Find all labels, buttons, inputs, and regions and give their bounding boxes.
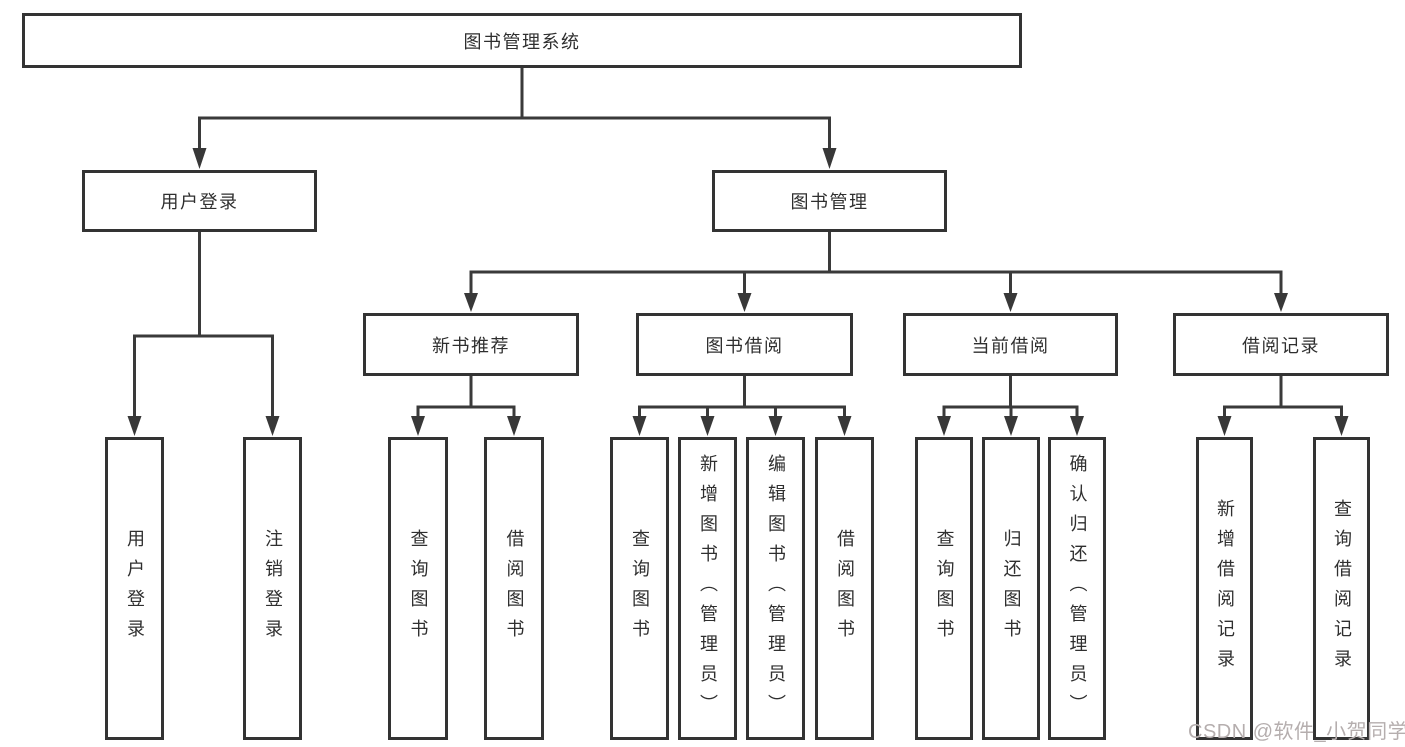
node-label: 注销登录 [262, 528, 283, 649]
node-label: 借阅图书 [504, 528, 525, 649]
node-label: 查询图书 [934, 528, 955, 649]
node-label: 借阅图书 [834, 528, 855, 649]
node-label: 用户登录 [124, 528, 145, 649]
node-label: 新增借阅记录 [1214, 498, 1235, 679]
node-label: 归还图书 [1001, 528, 1022, 649]
node-label: 查询借阅记录 [1331, 498, 1352, 679]
node-root: 图书管理系统 [22, 13, 1022, 68]
leaf-query-books-borrowing: 查询图书 [610, 437, 669, 740]
leaf-query-books-current: 查询图书 [915, 437, 973, 740]
leaf-add-books-admin: 新增图书（管理员） [678, 437, 737, 740]
leaf-return-books: 归还图书 [982, 437, 1040, 740]
leaf-edit-books-admin: 编辑图书（管理员） [746, 437, 805, 740]
csdn-watermark: CSDN @软件_小贺同学 [1188, 721, 1405, 743]
leaf-query-borrow-record: 查询借阅记录 [1313, 437, 1370, 740]
node-label: 查询图书 [408, 528, 429, 649]
node-book-management: 图书管理 [712, 170, 947, 232]
node-user-login: 用户登录 [82, 170, 317, 232]
leaf-add-borrow-record: 新增借阅记录 [1196, 437, 1253, 740]
node-new-book-recommend: 新书推荐 [363, 313, 579, 376]
node-borrowing-records: 借阅记录 [1173, 313, 1389, 376]
leaf-confirm-return-admin: 确认归还（管理员） [1048, 437, 1106, 740]
leaf-borrow-books-recommend: 借阅图书 [484, 437, 544, 740]
node-label: 编辑图书（管理员） [765, 453, 786, 724]
node-book-borrowing: 图书借阅 [636, 313, 853, 376]
node-label: 新增图书（管理员） [697, 453, 718, 724]
node-current-borrowing: 当前借阅 [903, 313, 1118, 376]
leaf-borrow-books-borrowing: 借阅图书 [815, 437, 874, 740]
leaf-query-books-recommend: 查询图书 [388, 437, 448, 740]
leaf-logout-login: 注销登录 [243, 437, 302, 740]
leaf-user-login: 用户登录 [105, 437, 164, 740]
node-label: 确认归还（管理员） [1067, 453, 1088, 724]
node-label: 查询图书 [629, 528, 650, 649]
